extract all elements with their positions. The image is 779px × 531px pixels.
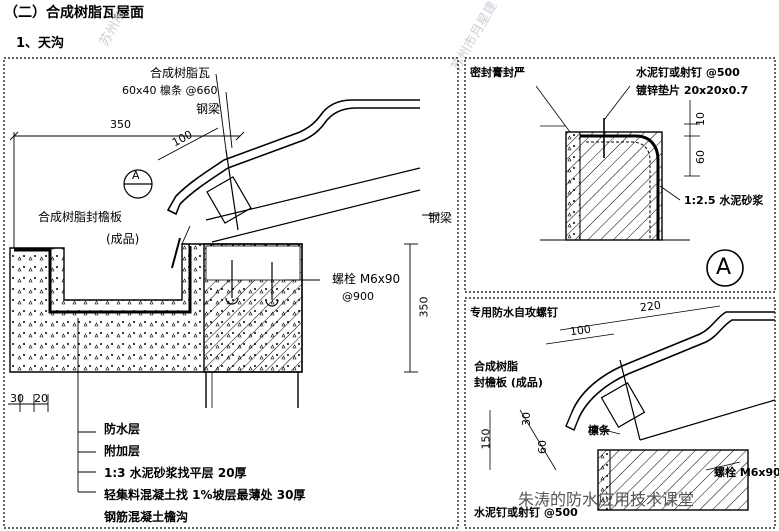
layer-lightweight-concrete: 轻集料混凝土找 1%坡层最薄处 30厚 [104, 488, 306, 502]
main-roof [166, 99, 421, 269]
label-bolt: 螺栓 M6x90 [332, 272, 401, 286]
dim-b-60: 60 [536, 440, 549, 454]
layer-additional: 附加层 [104, 444, 141, 458]
main-gutter [9, 243, 303, 408]
footer-brand: 朱涛的防水应用技术课堂 [518, 490, 695, 509]
layer-rc-gutter: 钢筋混凝土檐沟 [104, 510, 189, 524]
label-steel-beam-top: 钢梁 [196, 102, 221, 116]
label-resin: 合成树脂 [474, 360, 518, 373]
label-finished: (成品) [106, 232, 140, 246]
layer-waterproof: 防水层 [104, 422, 141, 436]
dim-b-30: 30 [520, 412, 533, 426]
main-dimensions [8, 73, 440, 493]
callout-a-main: A [132, 169, 140, 182]
label-mortar-a: 1:2.5 水泥砂浆 [684, 194, 764, 207]
label-nail-b: 水泥钉或射钉 @500 [474, 506, 578, 519]
section-title: （二）合成树脂瓦屋面 [4, 5, 144, 21]
label-nail-a: 水泥钉或射钉 @500 [636, 66, 740, 79]
main-detail-frame [3, 57, 459, 529]
label-eave-board: 合成树脂封檐板 [38, 210, 123, 224]
dim-b-220: 220 [639, 298, 662, 315]
dim-b-150: 150 [479, 428, 493, 450]
dim-b-100: 100 [569, 322, 592, 339]
detail-b-frame [464, 297, 776, 529]
dim-350-width: 350 [110, 118, 131, 131]
label-eave-board-b: 封檐板 (成品) [474, 376, 543, 389]
item-title: 1、天沟 [16, 36, 65, 51]
dim-20: 20 [34, 392, 48, 405]
dim-350-height: 350 [417, 296, 431, 318]
label-tile: 合成树脂瓦 [150, 66, 211, 80]
label-purlin: 60x40 檩条 @660 [122, 84, 218, 97]
label-steel-beam-right: 钢梁 [428, 211, 453, 225]
label-bolt-spacing: @900 [342, 290, 374, 303]
main-callout-a [123, 169, 153, 199]
detail-b-drawing [489, 305, 776, 511]
label-sealant: 密封膏封严 [470, 66, 525, 79]
label-purlin-b: 檩条 [588, 424, 610, 437]
layer-mortar: 1:3 水泥砂浆找平层 20厚 [104, 466, 247, 480]
label-bolt-b: 螺栓 M6x90 [714, 466, 779, 479]
detail-a-drawing [535, 85, 744, 287]
label-screw: 专用防水自攻螺钉 [470, 306, 558, 319]
dim-a-10: 10 [694, 112, 707, 126]
label-washer: 镀锌垫片 20x20x0.7 [636, 84, 749, 97]
callout-a-detail: A [716, 255, 732, 280]
dim-a-60: 60 [694, 150, 707, 164]
dim-30: 30 [10, 392, 24, 405]
